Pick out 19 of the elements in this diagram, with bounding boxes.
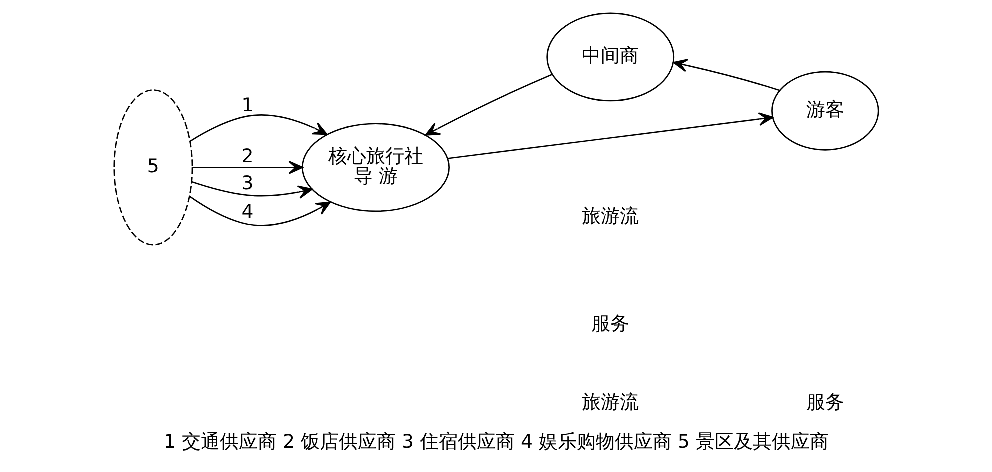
arrow xyxy=(192,160,303,174)
arrow xyxy=(447,112,774,160)
arrow xyxy=(188,196,330,226)
arrow xyxy=(189,114,328,142)
edge-label: 2 xyxy=(241,146,254,168)
edge-label: 4 xyxy=(241,202,254,223)
label: 服务 xyxy=(806,392,844,414)
label: 旅游流 xyxy=(582,206,639,228)
node-ellipse: 5 xyxy=(113,90,193,246)
label: 旅游流 xyxy=(582,392,639,414)
caption: 1 交通供应商 2 饭店供应商 3 住宿供应商 4 娱乐购物供应商 5 景区及其供应商 xyxy=(164,432,828,454)
node-ellipse: 中间商 xyxy=(546,12,674,102)
node-ellipse: 游客 xyxy=(771,71,879,151)
label: 服务 xyxy=(591,314,630,336)
edge-label: 3 xyxy=(241,173,254,194)
arrow xyxy=(672,59,780,92)
edge-label: 1 xyxy=(241,95,254,116)
arrow xyxy=(424,74,552,136)
arrow xyxy=(191,181,312,199)
